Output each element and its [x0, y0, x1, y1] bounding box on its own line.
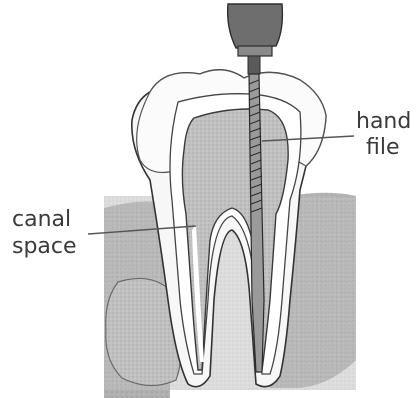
- file-shank: [248, 56, 260, 74]
- handpiece-head: [228, 4, 283, 48]
- canal-space-label-line2: space: [12, 236, 77, 258]
- handpiece-collar: [238, 46, 272, 56]
- hand-file-label-line2: file: [366, 137, 400, 159]
- canal-space-label-line1: canal: [12, 209, 71, 231]
- hand-file-label-line1: hand: [356, 111, 411, 133]
